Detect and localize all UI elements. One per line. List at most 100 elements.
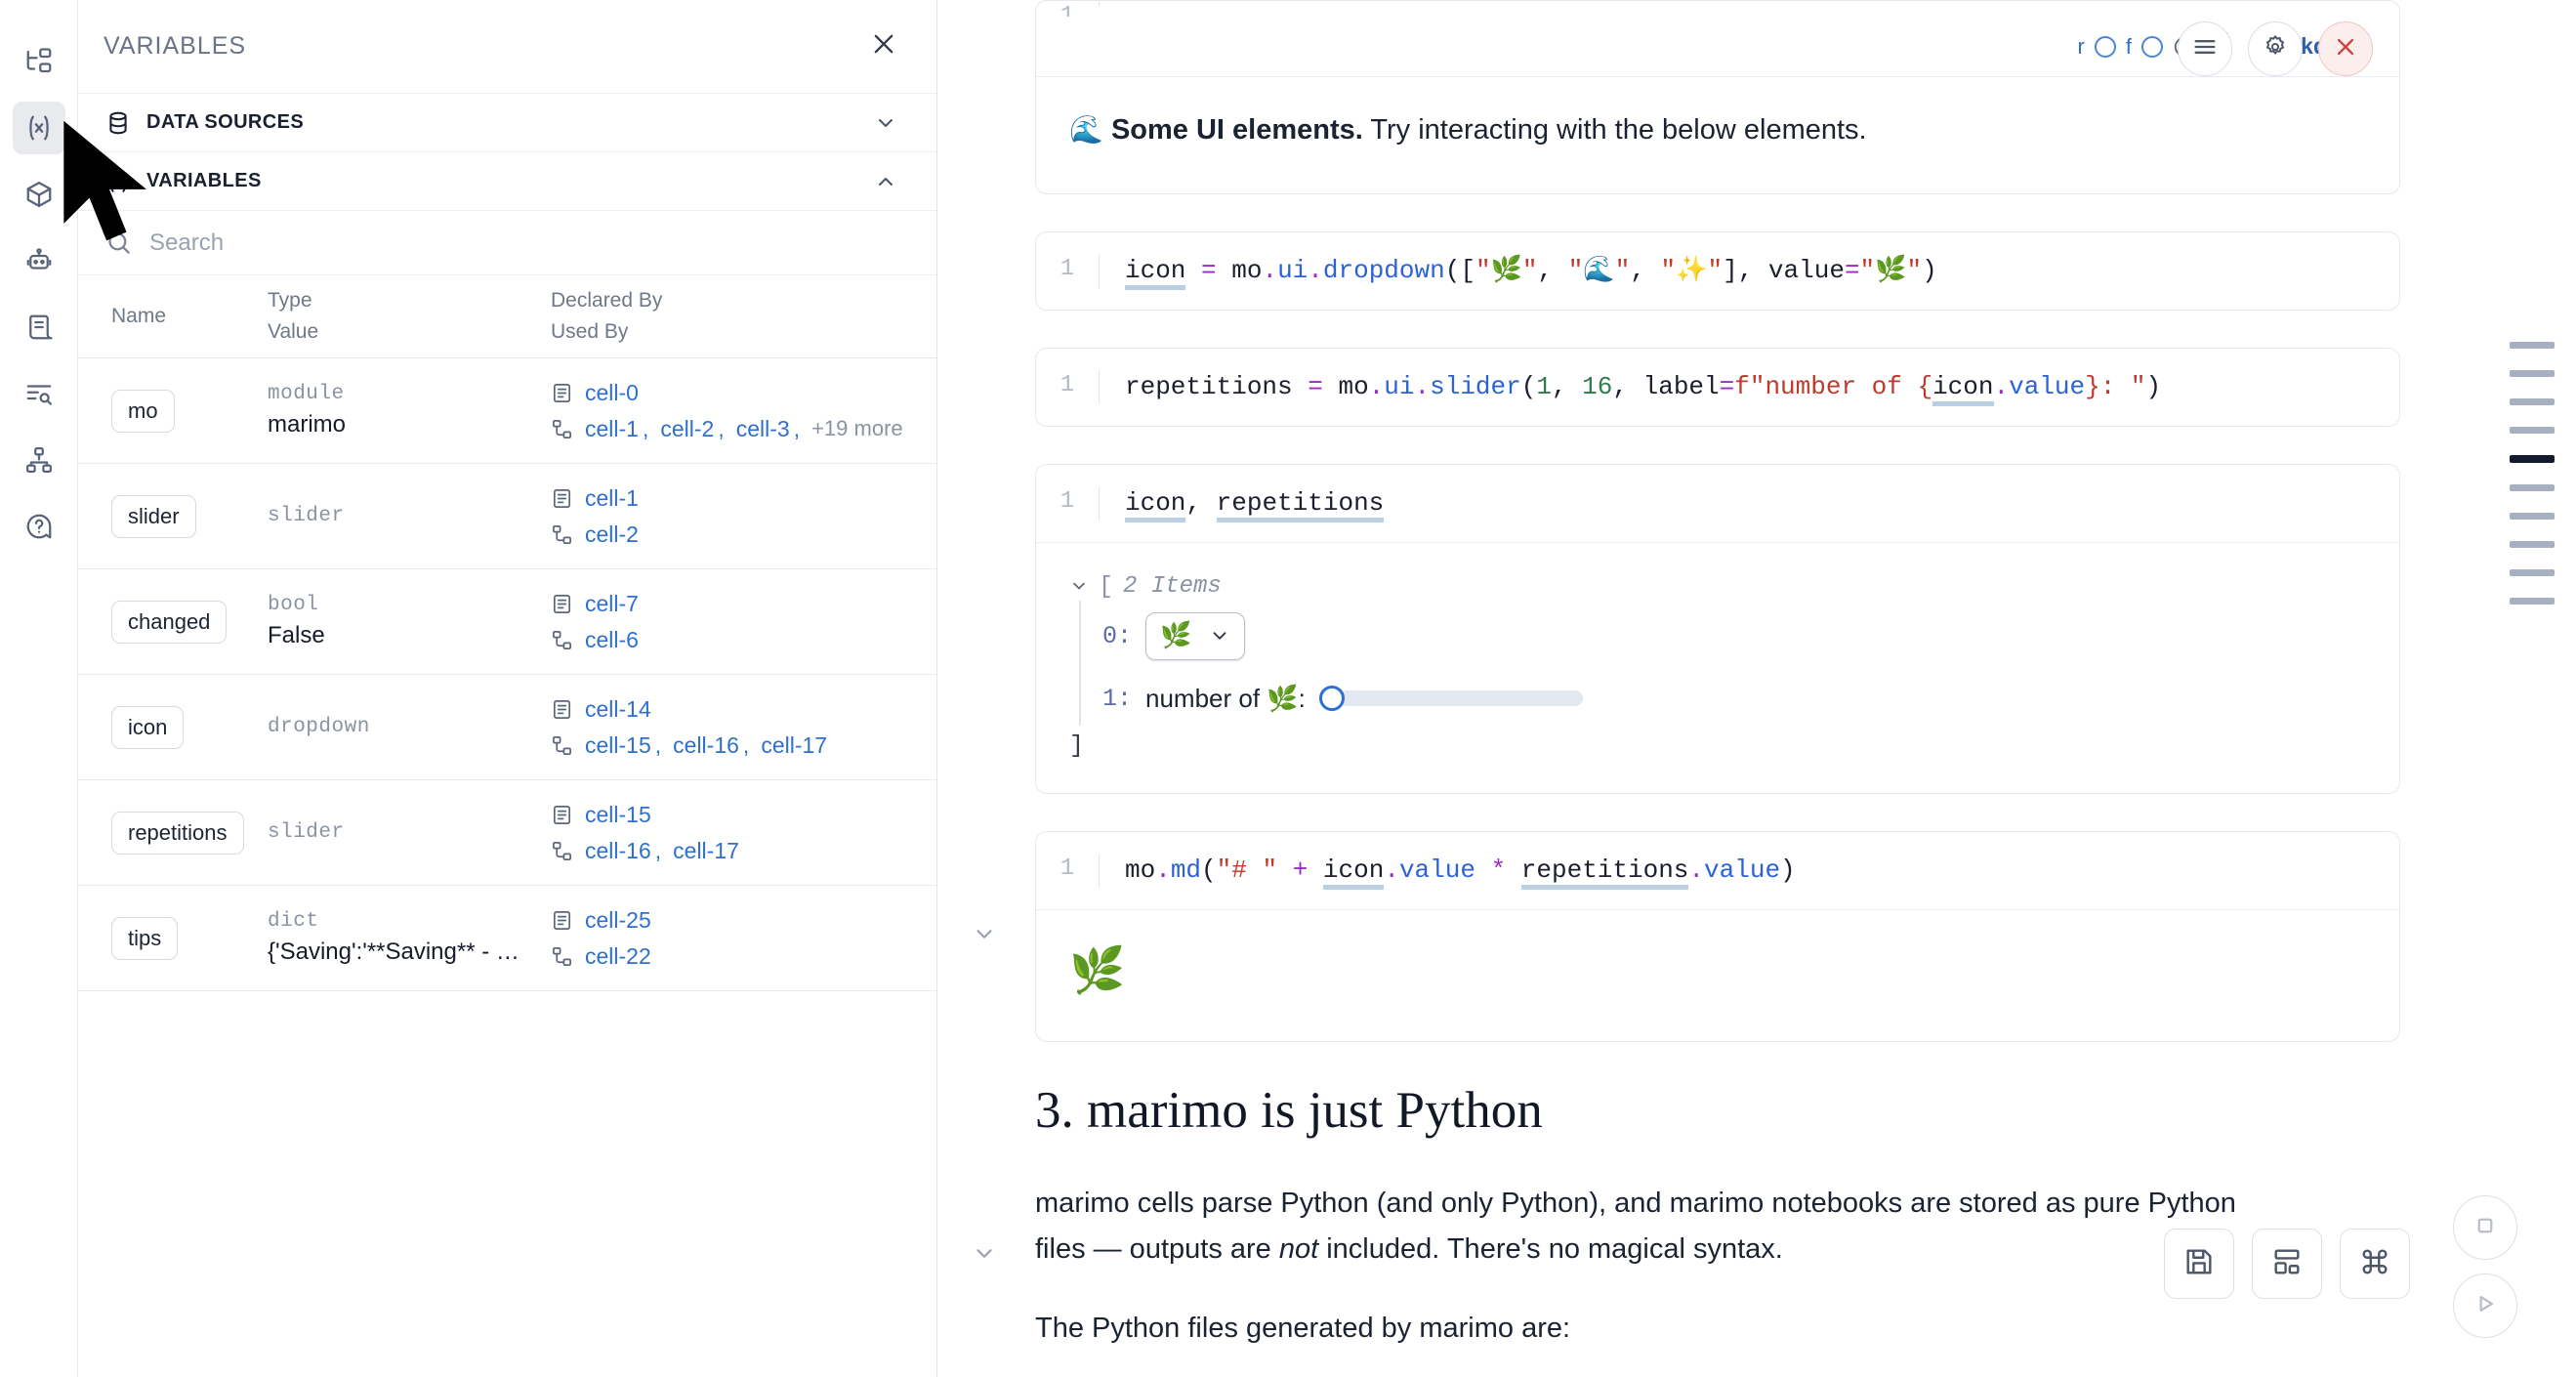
minimap-mark[interactable] (2510, 455, 2555, 463)
column-header-used-by: Used By (551, 320, 629, 343)
chevron-up-icon[interactable] (874, 170, 897, 193)
cell-link-separator: , (742, 731, 750, 758)
code-line-cut: 1 """🌊 Some UI elements.""" Try interact… (1036, 1, 2399, 17)
used-by-icon (551, 840, 573, 862)
rail-item-dependency-graph[interactable] (13, 434, 65, 486)
minimap-mark[interactable] (2510, 484, 2555, 491)
list-output-header[interactable]: [2 Items (1069, 572, 2366, 601)
cell-link[interactable]: cell-22 (585, 942, 651, 969)
minimap-mark[interactable] (2510, 541, 2555, 548)
rail-item-packages[interactable] (13, 168, 65, 221)
cell-link[interactable]: cell-3 (735, 415, 790, 441)
cell-link[interactable]: cell-6 (585, 626, 639, 652)
rail-item-logs[interactable] (13, 367, 65, 420)
keyboard-shortcuts-button[interactable] (2340, 1229, 2410, 1299)
slider-widget[interactable] (1318, 686, 1583, 712)
rail-item-ai-assistant[interactable] (13, 234, 65, 287)
code-token: ], (1723, 255, 1768, 285)
format-flag-toggle[interactable] (2140, 35, 2163, 58)
variable-name-pill[interactable]: icon (111, 705, 185, 749)
rail-item-help[interactable] (13, 500, 65, 553)
more-refs-label[interactable]: +19 more (811, 416, 903, 440)
layout-button[interactable] (2252, 1229, 2322, 1299)
bracket-close: ] (1069, 730, 1085, 760)
declared-by-line: cell-25 (551, 907, 927, 934)
save-button[interactable] (2164, 1229, 2234, 1299)
slider-handle[interactable] (1318, 686, 1345, 712)
rail-item-documentation[interactable] (13, 301, 65, 354)
minimap-mark[interactable] (2510, 513, 2555, 520)
section-variables[interactable]: VARIABLES (78, 152, 936, 211)
code-token: value (1767, 255, 1845, 285)
cell-settings-button[interactable] (2248, 21, 2303, 76)
code-token: . (1368, 371, 1385, 401)
cell-link[interactable]: cell-17 (761, 731, 828, 758)
cell-link[interactable]: cell-17 (673, 837, 739, 863)
search-input[interactable] (149, 229, 909, 257)
cell-link[interactable]: cell-7 (585, 590, 639, 616)
hamburger-menu-icon (2191, 33, 2219, 65)
cell-link[interactable]: cell-1 (585, 484, 639, 511)
cell-link[interactable]: cell-1 (585, 415, 639, 441)
minimap-mark[interactable] (2510, 598, 2555, 605)
cell-menu-button[interactable] (2178, 21, 2232, 76)
cell-link[interactable]: cell-16 (585, 837, 651, 863)
minimap-mark[interactable] (2510, 427, 2555, 434)
section-data-sources[interactable]: DATA SOURCES (78, 94, 936, 152)
prose-paragraph-1: marimo cells parse Python (and only Pyth… (1035, 1181, 2236, 1273)
cell-link[interactable]: cell-16 (673, 731, 739, 758)
rail-item-file-tree[interactable] (13, 35, 65, 88)
variable-name-pill[interactable]: tips (111, 916, 179, 960)
stop-button[interactable] (2453, 1195, 2517, 1260)
declared-by-line: cell-0 (551, 380, 927, 406)
panel-close-button[interactable] (870, 30, 897, 63)
play-triangle-icon (2471, 1289, 2500, 1323)
cell-link[interactable]: cell-2 (585, 521, 639, 547)
minimap-mark[interactable] (2510, 342, 2555, 349)
run-all-button[interactable] (2453, 1273, 2517, 1338)
variable-name-pill[interactable]: repetitions (111, 811, 244, 855)
code-text[interactable]: mo.md("# " + icon.value * repetitions.va… (1099, 853, 2399, 890)
slider-track[interactable] (1338, 690, 1583, 707)
code-text[interactable]: icon = mo.ui.dropdown(["🌿", "🌊", "✨"], v… (1099, 253, 2399, 290)
run-flag-toggle[interactable] (2094, 35, 2116, 58)
cell-delete-button[interactable] (2318, 21, 2373, 76)
used-by-icon (551, 945, 573, 968)
variable-name-pill[interactable]: slider (111, 494, 196, 538)
prose-collapse-chevron[interactable] (972, 1240, 997, 1271)
minimap-mark[interactable] (2510, 569, 2555, 576)
bracket-open: [ (1099, 571, 1114, 601)
cell-link[interactable]: cell-15 (585, 801, 651, 827)
cell-link[interactable]: cell-14 (585, 695, 651, 722)
code-text[interactable]: repetitions = mo.ui.slider(1, 16, label=… (1099, 369, 2399, 406)
markdown-cell-top: 1 """🌊 Some UI elements.""" Try interact… (1035, 0, 2400, 194)
cell-link[interactable]: cell-15 (585, 731, 651, 758)
minimap[interactable] (2488, 0, 2576, 1377)
dropdown-widget[interactable]: 🌿 (1145, 611, 1246, 660)
cell-link[interactable]: cell-2 (660, 415, 715, 441)
cell-link[interactable]: cell-25 (585, 906, 651, 933)
code-token: icon (1125, 255, 1186, 290)
minimap-mark[interactable] (2510, 370, 2555, 377)
rail-item-variables[interactable] (12, 102, 65, 154)
code-token: f"number of { (1734, 371, 1933, 401)
notebook-scroll[interactable]: 1 """🌊 Some UI elements.""" Try interact… (937, 0, 2576, 1377)
chevron-down-icon[interactable] (874, 111, 897, 135)
variable-name-pill[interactable]: mo (111, 389, 175, 433)
declared-by-icon (551, 698, 573, 721)
minimap-mark[interactable] (2510, 398, 2555, 405)
variable-refs-cell: cell-7 cell-6 (551, 591, 927, 653)
cell-link[interactable]: cell-0 (585, 379, 639, 405)
variable-name-pill[interactable]: changed (111, 600, 228, 644)
cell-collapse-chevron[interactable] (972, 921, 997, 951)
markdown-cell-editor[interactable]: 1 """🌊 Some UI elements.""" Try interact… (1035, 0, 2400, 194)
code-text[interactable]: icon, repetitions (1099, 485, 2399, 522)
